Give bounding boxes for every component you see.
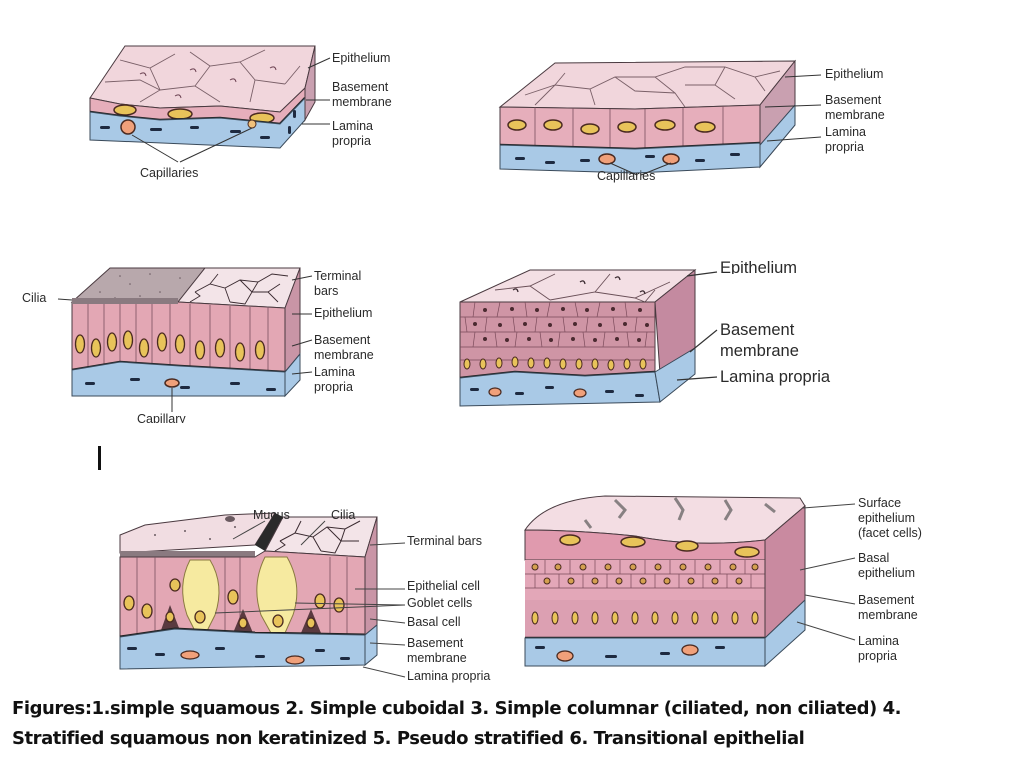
text-cursor bbox=[98, 446, 101, 470]
figure-6-transitional: Surface epithelium (facet cells) Basal e… bbox=[515, 490, 955, 680]
label-lamina-propria: Lamina propria bbox=[314, 365, 355, 394]
figure-caption: Figures:1.simple squamous 2. Simple cubo… bbox=[12, 694, 1012, 754]
label-terminal-bars: Terminal bars bbox=[407, 534, 483, 548]
label-goblet-cells: Goblet cells bbox=[407, 596, 473, 610]
simple-squamous-illustration bbox=[89, 45, 331, 163]
label-epithelium: Epithelium bbox=[314, 306, 373, 320]
stratified-squamous-illustration bbox=[459, 268, 718, 407]
label-basement-membrane: Basement membrane bbox=[314, 333, 374, 362]
label-basement-membrane: Basement membrane bbox=[407, 636, 467, 665]
label-basement-membrane: Basement membrane bbox=[858, 593, 918, 622]
caption-line-1: Figures:1.simple squamous 2. Simple cubo… bbox=[12, 698, 902, 719]
figure-3-simple-columnar: Cilia Terminal bars Epithelium Basement … bbox=[22, 262, 400, 427]
label-basement-membrane: Basement membrane bbox=[825, 93, 885, 122]
figure-4-stratified-squamous: Epithelium Basement membrane Lamina prop… bbox=[455, 259, 875, 422]
figure-5-pseudostratified: Mucus Cilia Terminal bars Epithelial cel… bbox=[115, 505, 525, 690]
label-lamina-propria: Lamina propria bbox=[858, 634, 899, 663]
pseudostratified-illustration bbox=[119, 512, 406, 678]
label-lamina-propria: Lamina propria bbox=[407, 669, 491, 683]
label-cilia: Cilia bbox=[331, 508, 356, 522]
caption-line-2: Stratified squamous non keratinized 5. P… bbox=[12, 728, 805, 749]
label-epithelial-cell: Epithelial cell bbox=[407, 579, 480, 593]
label-lamina-propria: Lamina propria bbox=[720, 368, 831, 386]
label-basal-cell: Basal cell bbox=[407, 615, 461, 629]
label-basement-membrane: Basement membrane bbox=[332, 80, 392, 109]
simple-cuboidal-illustration bbox=[498, 59, 822, 176]
figure-1-simple-squamous: Epithelium Basement membrane Lamina prop… bbox=[80, 40, 420, 190]
label-terminal-bars: Terminal bars bbox=[314, 269, 362, 298]
label-capillaries: Capillaries bbox=[597, 169, 656, 183]
label-lamina-propria: Lamina propria bbox=[825, 125, 866, 154]
label-epithelium: Epithelium bbox=[720, 259, 798, 274]
label-capillaries: Capillaries bbox=[140, 166, 199, 180]
transitional-illustration bbox=[524, 495, 856, 668]
label-mucus: Mucus bbox=[253, 508, 290, 522]
simple-columnar-illustration bbox=[57, 267, 313, 412]
label-basement-membrane: Basement membrane bbox=[720, 321, 799, 360]
figure-2-simple-cuboidal: Epithelium Basement membrane Lamina prop… bbox=[495, 55, 925, 190]
label-basal-epithelium: Basal epithelium bbox=[858, 551, 915, 580]
label-lamina-propria: Lamina propria bbox=[332, 119, 373, 148]
label-surface-epithelium: Surface epithelium (facet cells) bbox=[858, 496, 922, 540]
label-capillary: Capillary bbox=[137, 412, 186, 423]
label-cilia: Cilia bbox=[22, 291, 47, 305]
label-epithelium: Epithelium bbox=[825, 67, 884, 81]
label-epithelium: Epithelium bbox=[332, 51, 391, 65]
